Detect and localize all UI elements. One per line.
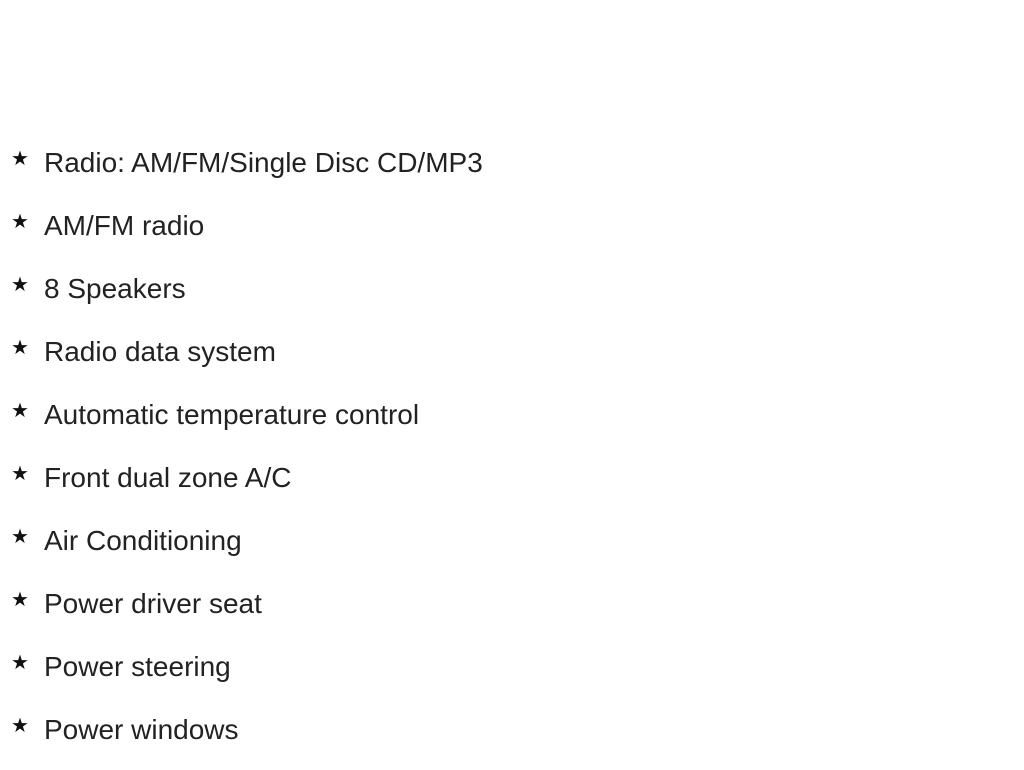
feature-label: AM/FM radio bbox=[44, 210, 205, 241]
feature-label: Front dual zone A/C bbox=[44, 462, 292, 493]
star-icon: ★ bbox=[11, 461, 29, 485]
star-icon: ★ bbox=[11, 146, 29, 170]
feature-label: Automatic temperature control bbox=[44, 399, 420, 430]
feature-label: Air Conditioning bbox=[44, 525, 242, 556]
star-icon: ★ bbox=[11, 650, 29, 674]
feature-label: Power steering bbox=[44, 651, 231, 682]
star-icon: ★ bbox=[11, 272, 29, 296]
star-icon: ★ bbox=[11, 524, 29, 548]
star-icon: ★ bbox=[11, 209, 29, 233]
feature-label: 8 Speakers bbox=[44, 273, 186, 304]
feature-label: Radio data system bbox=[44, 336, 276, 367]
star-icon: ★ bbox=[11, 398, 29, 422]
feature-label: Power driver seat bbox=[44, 588, 262, 619]
feature-label: Power windows bbox=[44, 714, 239, 745]
star-icon: ★ bbox=[11, 335, 29, 359]
star-icon: ★ bbox=[11, 713, 29, 737]
star-icon: ★ bbox=[11, 587, 29, 611]
feature-label: Radio: AM/FM/Single Disc CD/MP3 bbox=[44, 147, 483, 178]
